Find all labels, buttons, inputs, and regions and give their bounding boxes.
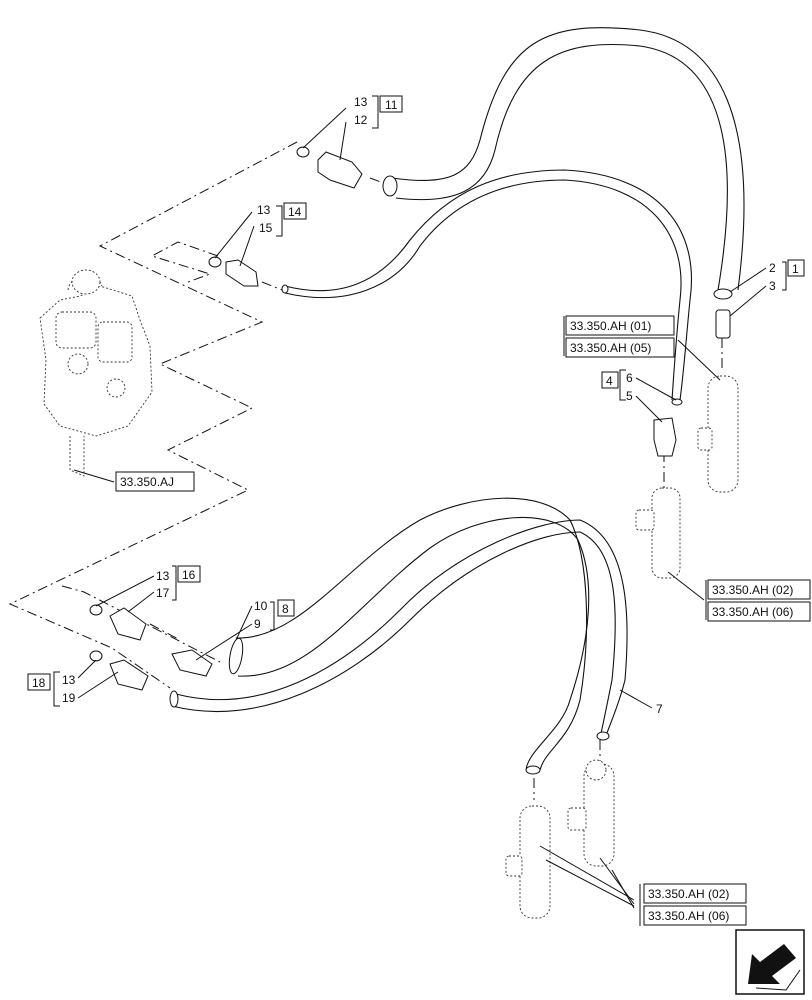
callout-6: 6 bbox=[626, 371, 633, 385]
reference-33-350-ah-01[interactable]: 33.350.AH (01) bbox=[570, 319, 651, 333]
callout-19: 19 bbox=[62, 691, 76, 705]
reference-boxes[interactable]: 33.350.AH (01) 33.350.AH (05) 33.350.AJ … bbox=[115, 315, 811, 926]
callout-13: 13 bbox=[354, 95, 368, 109]
previous-view-arrow-icon[interactable] bbox=[735, 929, 805, 995]
callout-9: 9 bbox=[254, 617, 261, 631]
callout-13: 13 bbox=[62, 673, 76, 687]
callout-11: 11 bbox=[385, 98, 398, 112]
callout-13: 13 bbox=[257, 203, 271, 217]
callout-4: 4 bbox=[606, 374, 613, 388]
callout-14: 14 bbox=[288, 205, 302, 219]
callouts: 13 12 11 13 15 14 2 1 3 4 6 5 13 17 16 1… bbox=[27, 95, 805, 716]
callout-7: 7 bbox=[656, 702, 663, 716]
callout-1: 1 bbox=[792, 262, 799, 276]
reference-33-350-ah-02[interactable]: 33.350.AH (02) bbox=[648, 887, 729, 901]
center-lines bbox=[8, 141, 723, 800]
callout-13: 13 bbox=[156, 569, 170, 583]
callout-3: 3 bbox=[769, 279, 776, 293]
callout-8: 8 bbox=[282, 602, 289, 616]
reference-33-350-aj[interactable]: 33.350.AJ bbox=[120, 475, 174, 489]
hoses bbox=[169, 27, 745, 775]
leaders bbox=[53, 95, 787, 926]
callout-16: 16 bbox=[182, 568, 196, 582]
fittings bbox=[89, 146, 731, 691]
callout-2: 2 bbox=[769, 261, 776, 275]
callout-17: 17 bbox=[156, 586, 170, 600]
callout-5: 5 bbox=[626, 389, 633, 403]
callout-12: 12 bbox=[354, 113, 368, 127]
callout-18: 18 bbox=[32, 676, 46, 690]
reference-33-350-ah-02[interactable]: 33.350.AH (02) bbox=[712, 583, 793, 597]
callout-15: 15 bbox=[259, 221, 273, 235]
cylinders bbox=[505, 375, 739, 919]
callout-10: 10 bbox=[254, 599, 268, 613]
reference-33-350-ah-06[interactable]: 33.350.AH (06) bbox=[648, 909, 729, 923]
valve-body bbox=[39, 269, 153, 477]
reference-33-350-ah-06[interactable]: 33.350.AH (06) bbox=[712, 605, 793, 619]
reference-33-350-ah-05[interactable]: 33.350.AH (05) bbox=[570, 341, 651, 355]
